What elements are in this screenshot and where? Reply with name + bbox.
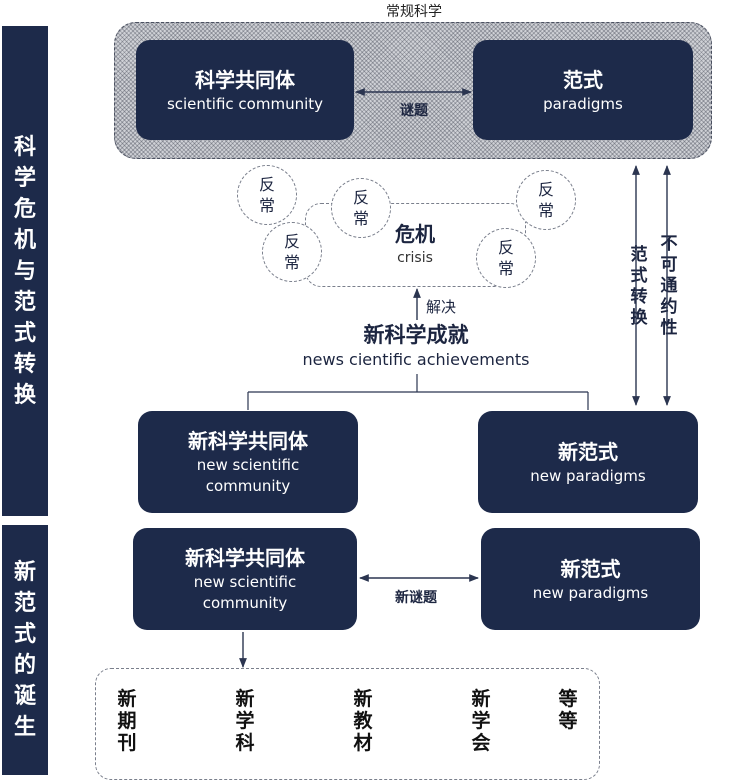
output-char: 新 xyxy=(117,688,137,710)
crisis-text: 危机 crisis xyxy=(355,220,475,268)
box-subtitle: new paradigms xyxy=(530,466,646,485)
sidebar-char: 式 xyxy=(13,320,36,346)
box-subtitle: scientific community xyxy=(166,94,324,113)
anomaly-char: 常 xyxy=(537,201,554,220)
sidebar-char: 学 xyxy=(13,165,36,191)
output-char: 期 xyxy=(117,710,137,732)
sidebar-char: 式 xyxy=(13,622,36,647)
box-subtitle: new paradigms xyxy=(532,583,649,602)
new-scientific-community-box-2: 新科学共同体 new scientific community xyxy=(133,528,357,630)
sidebar-char: 新 xyxy=(13,560,36,585)
anomaly-circle: 反 常 xyxy=(237,165,297,225)
achievements-connector xyxy=(247,374,589,410)
output-char: 新 xyxy=(353,688,373,710)
output-etc: 等 等 xyxy=(555,688,581,732)
anomaly-char: 常 xyxy=(283,253,300,272)
output-char: 新 xyxy=(471,688,491,710)
anomaly-char: 反 xyxy=(537,180,554,199)
output-new-disciplines: 新 学 科 xyxy=(232,688,258,754)
sidebar-char: 换 xyxy=(13,382,36,408)
anomaly-char: 反 xyxy=(258,175,275,194)
box-title: 范式 xyxy=(563,67,603,92)
output-char: 学 xyxy=(235,710,255,732)
output-new-textbooks: 新 教 材 xyxy=(350,688,376,754)
box-title: 新科学共同体 xyxy=(188,429,308,453)
sidebar-birth-of-new-paradigm: 新 范 式 的 诞 生 xyxy=(2,525,48,775)
box-subtitle: community xyxy=(205,477,291,495)
box-title: 科学共同体 xyxy=(195,67,295,92)
output-char: 科 xyxy=(235,732,255,754)
outputs-box xyxy=(95,668,600,780)
resolve-label: 解决 xyxy=(426,298,457,316)
output-new-societies: 新 学 会 xyxy=(468,688,494,754)
box-subtitle: new scientific xyxy=(193,573,297,591)
box-title: 新范式 xyxy=(558,439,618,464)
box-title: 新科学共同体 xyxy=(185,546,305,570)
output-char: 学 xyxy=(471,710,491,732)
anomaly-circle: 反 常 xyxy=(262,222,322,282)
anomaly-char: 反 xyxy=(352,188,369,207)
new-scientific-achievements: 新科学成就 news cientific achievements xyxy=(288,320,544,370)
anomaly-char: 常 xyxy=(258,196,275,215)
anomaly-char: 反 xyxy=(283,232,300,251)
sidebar-char: 生 xyxy=(13,715,36,740)
achievements-subtitle: news cientific achievements xyxy=(302,350,530,369)
anomaly-char: 常 xyxy=(352,209,369,228)
sidebar-char: 范 xyxy=(13,591,36,616)
new-paradigms-box-2: 新范式 new paradigms xyxy=(481,528,700,630)
output-char: 等 xyxy=(558,688,578,710)
normal-science-label: 常规科学 xyxy=(386,4,442,20)
new-puzzle-label: 新谜题 xyxy=(395,590,437,606)
box-subtitle: new scientific xyxy=(196,456,300,474)
output-char: 会 xyxy=(471,732,491,754)
output-char: 新 xyxy=(235,688,255,710)
sidebar-char: 机 xyxy=(13,227,36,253)
anomaly-char: 反 xyxy=(497,238,514,257)
sidebar-char: 转 xyxy=(13,351,36,377)
sidebar-char: 的 xyxy=(13,653,36,678)
sidebar-char: 科 xyxy=(13,134,36,160)
anomaly-circle: 反 常 xyxy=(476,228,536,288)
sidebar-char: 诞 xyxy=(13,684,36,709)
new-scientific-community-box: 新科学共同体 new scientific community xyxy=(138,411,358,513)
output-char: 刊 xyxy=(117,732,137,754)
anomaly-circle: 反 常 xyxy=(516,170,576,230)
output-char: 等 xyxy=(558,710,578,732)
anomaly-char: 常 xyxy=(497,259,514,278)
puzzle-label: 谜题 xyxy=(400,103,428,119)
output-new-journals: 新 期 刊 xyxy=(114,688,140,754)
box-subtitle: paradigms xyxy=(543,94,623,113)
achievements-title: 新科学成就 xyxy=(363,323,469,347)
box-subtitle: community xyxy=(202,594,288,612)
paradigms-box: 范式 paradigms xyxy=(473,40,693,140)
crisis-title: 危机 xyxy=(395,222,435,246)
output-char: 教 xyxy=(353,710,373,732)
sidebar-char: 危 xyxy=(13,196,36,222)
scientific-community-box: 科学共同体 scientific community xyxy=(136,40,354,140)
sidebar-char: 与 xyxy=(13,258,36,284)
new-paradigms-box: 新范式 new paradigms xyxy=(478,411,698,513)
anomaly-circle: 反 常 xyxy=(331,178,391,238)
crisis-subtitle: crisis xyxy=(397,250,433,266)
box-title: 新范式 xyxy=(560,556,621,581)
sidebar-char: 范 xyxy=(13,289,36,315)
sidebar-crisis-and-shift: 科 学 危 机 与 范 式 转 换 xyxy=(2,26,48,516)
output-char: 材 xyxy=(353,732,373,754)
